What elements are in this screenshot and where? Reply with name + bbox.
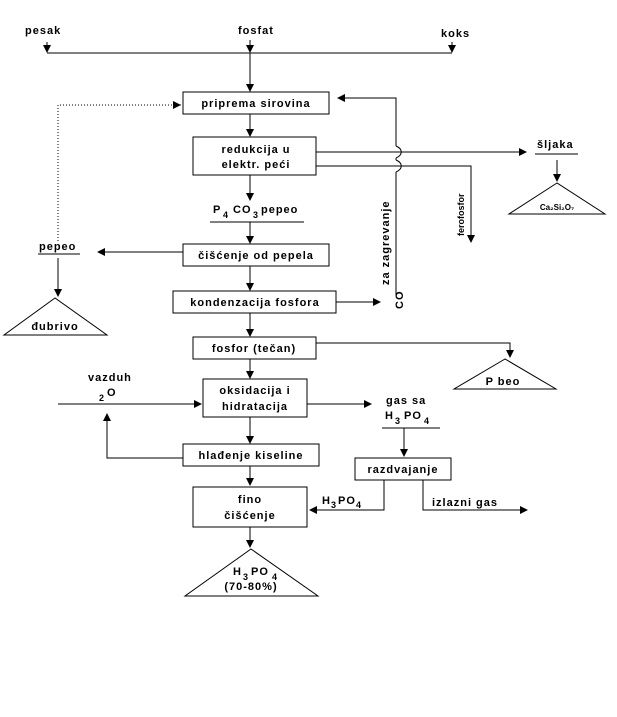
- fino-label-1: fino: [238, 494, 262, 506]
- fosfor-to-pbeo-arrow: [316, 342, 514, 358]
- product-po: PO: [251, 566, 269, 578]
- product-h: H: [233, 566, 242, 578]
- kondenzacija-label: kondenzacija fosfora: [190, 297, 319, 309]
- ferofosfor-arrow: [316, 165, 475, 243]
- dubrivo-triangle: [2, 297, 109, 336]
- izlazni-gas-label: izlazni gas: [432, 497, 498, 509]
- water-recycle-arrow: [103, 413, 183, 459]
- pepeo-recycle-dotted-line: [57, 104, 181, 241]
- product-formula: H 3 PO 4: [233, 566, 277, 582]
- box-priprema-sirovina: [182, 91, 330, 115]
- input-fosfat: fosfat: [238, 25, 274, 37]
- p4-label: P: [213, 204, 221, 216]
- za-zagrevanje-label: za zagrevanje: [380, 200, 392, 285]
- slag-product-triangle: [507, 182, 607, 215]
- product-percentage: (70-80%): [224, 581, 277, 593]
- priprema-label: priprema sirovina: [201, 98, 310, 110]
- pepeo-mix-label: pepeo: [261, 204, 298, 216]
- fino-label-2: čišćenje: [224, 510, 275, 522]
- co-heating-to-priprema-arrow: [337, 94, 397, 146]
- recycle-arrowhead: [173, 101, 181, 109]
- mid-h3po4-h: H: [322, 495, 331, 507]
- box-razdvajanje: [354, 457, 452, 481]
- mid-h3po4-3: 3: [331, 500, 336, 510]
- co-out-label: CO: [394, 291, 406, 310]
- box-ciscenje-od-pepela: [182, 243, 330, 267]
- co-subscript: 3: [253, 210, 258, 220]
- mid-h3po4-po: PO: [338, 495, 356, 507]
- gas-h3po4-3: 3: [395, 416, 400, 426]
- oksidacija-label-2: hidratacija: [222, 401, 288, 413]
- h2o-subscript: 2: [99, 393, 104, 403]
- h2o-o: O: [107, 387, 117, 399]
- redukcija-label-2: elektr. peći: [222, 159, 291, 171]
- box-fino-ciscenje: [192, 486, 308, 528]
- sljaka-label: šljaka: [537, 139, 574, 151]
- gas-sa-label: gas sa: [386, 395, 426, 407]
- hladjenje-label: hlađenje kiseline: [198, 450, 303, 462]
- gas-mixture-label: P 4 CO 3 pepeo: [213, 204, 298, 220]
- vazduh-label: vazduh: [88, 372, 132, 384]
- gas-h3po4-4: 4: [424, 416, 429, 426]
- slag-formula: Ca₂Si₂O₇: [540, 203, 574, 212]
- pepeo-label: pepeo: [39, 241, 76, 253]
- ciscenje-pepela-label: čišćenje od pepela: [198, 250, 314, 262]
- dubrivo-label: đubrivo: [31, 321, 78, 333]
- gas-h3po4-po: PO: [404, 410, 422, 422]
- box-hladjenje-kiseline: [182, 443, 320, 467]
- p-beo-label: P beo: [486, 376, 521, 388]
- product-triangle: [183, 548, 320, 597]
- mid-h3po4-formula: H 3 PO 4: [322, 495, 361, 510]
- co-label: CO: [233, 204, 252, 216]
- redukcija-label-1: redukcija u: [221, 144, 290, 156]
- oksidacija-label-1: oksidacija i: [219, 385, 290, 397]
- fosfor-label: fosfor (tečan): [212, 343, 296, 355]
- ferofosfor-label: ferofosfor: [456, 193, 466, 236]
- p4-subscript: 4: [223, 210, 228, 220]
- product-3: 3: [243, 572, 248, 582]
- mid-h3po4-4: 4: [356, 500, 361, 510]
- product-4: 4: [272, 572, 277, 582]
- izlazni-gas-arrow: [422, 480, 528, 514]
- p-beo-triangle: [452, 358, 558, 390]
- gas-h3po4-h: H: [385, 410, 394, 422]
- input-koks: koks: [441, 28, 470, 40]
- razdvajanje-acid-arrow: [309, 480, 385, 514]
- box-redukcija: [192, 136, 317, 176]
- gas-h3po4-formula: H 3 PO 4: [385, 410, 429, 426]
- box-fosfor-tecan: [192, 336, 317, 360]
- razdvajanje-label: razdvajanje: [368, 464, 439, 476]
- box-oksidacija-hidratacija: [202, 378, 308, 418]
- input-pesak: pesak: [25, 25, 61, 37]
